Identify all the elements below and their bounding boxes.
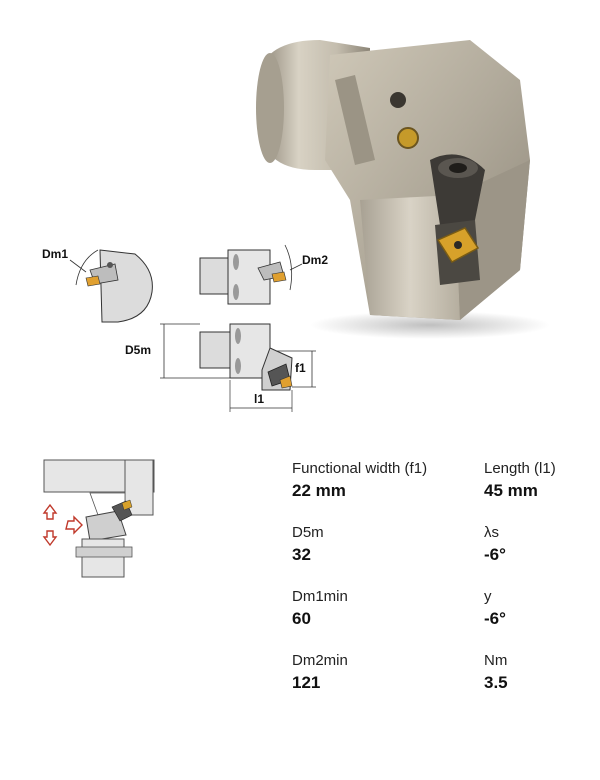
label-d5m: D5m <box>125 343 151 357</box>
front-face <box>360 195 460 320</box>
dimension-drawings: Dm1 Dm2 D5m f1 l1 <box>42 244 328 412</box>
label-dm2: Dm2 <box>302 253 328 267</box>
insert-hole <box>454 241 462 249</box>
spec-value-gamma: -6° <box>484 609 506 628</box>
spec-label-dm2min: Dm2min <box>292 652 348 669</box>
shadow <box>310 311 550 339</box>
spec-value-nm: 3.5 <box>484 673 508 692</box>
mounting-diagram <box>42 459 155 578</box>
label-f1: f1 <box>295 361 306 375</box>
spec-value-functional-width: 22 mm <box>292 481 346 500</box>
clamp-screw-socket <box>449 163 467 173</box>
direction-arrows-icon <box>42 503 83 547</box>
label-dm1: Dm1 <box>42 247 68 261</box>
spec-value-lambda-s: -6° <box>484 545 506 564</box>
spec-label-functional-width: Functional width (f1) <box>292 460 428 477</box>
tool-holder-photo <box>256 40 550 339</box>
drawing-dm1: Dm1 <box>42 247 153 323</box>
spec-value-d5m: 32 <box>292 545 311 564</box>
spec-value-dm2min: 121 <box>292 673 321 692</box>
spec-label-dm1min: Dm1min <box>292 588 348 605</box>
drawing-dm2: Dm2 <box>199 244 328 305</box>
coolant-screw <box>397 127 419 149</box>
spec-label-length: Length (l1) <box>484 460 556 477</box>
spec-label-d5m: D5m <box>292 524 324 541</box>
spec-label-nm: Nm <box>484 652 508 669</box>
shank-end <box>256 53 284 163</box>
body-hole <box>390 92 406 108</box>
label-l1: l1 <box>254 392 264 406</box>
spec-label-lambda-s: λs <box>484 524 499 541</box>
drawing-side-view: D5m f1 l1 <box>125 323 316 412</box>
spec-value-length: 45 mm <box>484 481 538 500</box>
body-groove <box>335 75 375 165</box>
spec-label-gamma: y <box>484 588 492 605</box>
spec-value-dm1min: 60 <box>292 609 311 628</box>
